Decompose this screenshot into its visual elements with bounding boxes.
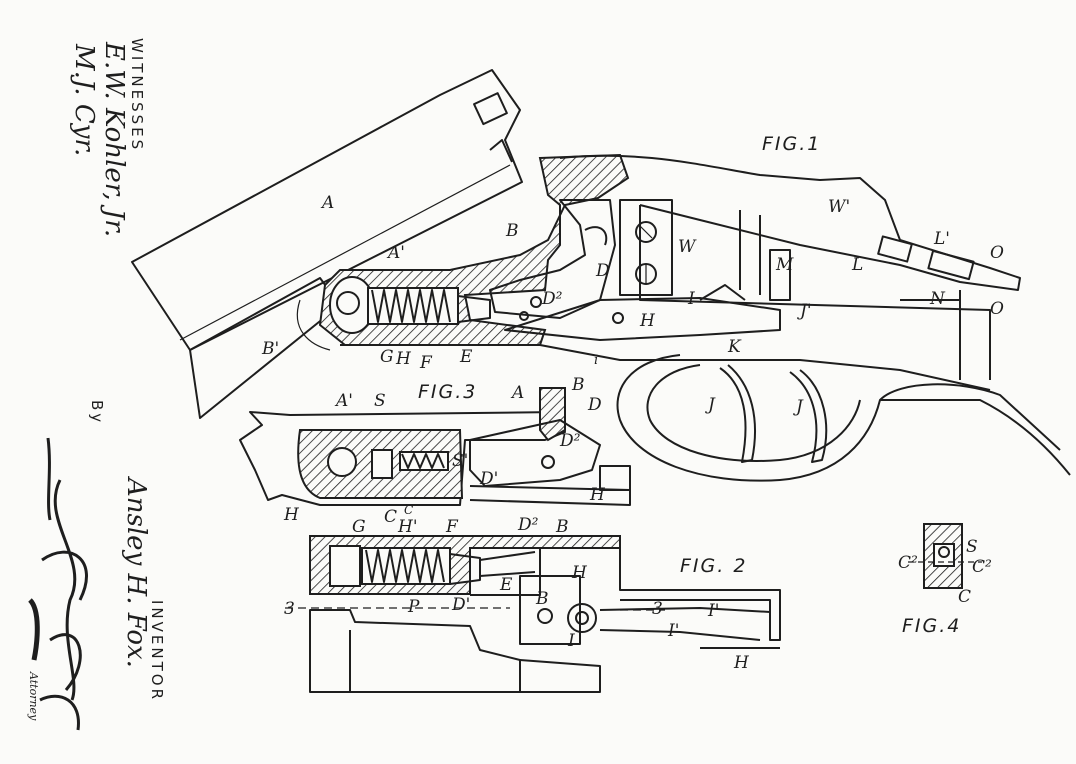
fig1-barrel — [131, 69, 523, 351]
witnesses-block: WITNESSES E.W. Kohler, Jr. M.J. Cyr. — [69, 38, 146, 237]
figure-2: FIG. 2 G H' F D² B E D' P H I' I I' H — [284, 515, 781, 693]
fig3-label-D-prime: D' — [479, 469, 498, 489]
fig2-label-D2: D² — [517, 515, 539, 535]
fig2-label-B-2: B — [535, 589, 549, 609]
fig1-label-G: G — [380, 347, 394, 367]
fig3-label-C-2: C — [404, 503, 413, 517]
fig2-label-P: P — [407, 597, 420, 617]
fig2-label-section-3-left: 3 — [284, 599, 295, 619]
attorney-signature-mark — [27, 437, 88, 731]
fig1-caption: FIG.1 — [762, 133, 821, 155]
fig3-label-H: H — [589, 485, 606, 505]
attorney-label: Attorney — [27, 671, 40, 721]
figure-1: FIG.1 — [131, 69, 1071, 482]
figure-4: FIG.4 C² S C² C — [898, 523, 992, 637]
witnesses-heading: WITNESSES — [128, 38, 146, 152]
fig1-hammer — [489, 199, 616, 321]
fig1-label-H: H — [639, 311, 656, 331]
inventor-signature: Ansley H. Fox. — [121, 476, 151, 668]
fig1-label-B-prime: B' — [261, 339, 279, 359]
fig2-label-section-3-right: 3 — [652, 599, 663, 619]
fig1-receiver — [559, 154, 1021, 380]
fig1-label-B: B — [505, 221, 519, 241]
fig1-label-M: M — [775, 255, 794, 275]
fig1-label-H-2: H — [395, 349, 412, 369]
fig2-label-F: F — [445, 517, 459, 537]
fig1-label-J-1: J — [705, 395, 716, 415]
fig1-label-J-prime: J' — [797, 301, 812, 321]
fig3-label-B: B — [571, 375, 585, 395]
fig1-label-D: D — [595, 261, 610, 281]
fig1-lever — [340, 284, 991, 391]
fig1-label-K: K — [727, 337, 742, 357]
inventor-block: INVENTOR Ansley H. Fox. By Attorney — [27, 400, 166, 731]
fig4-label-C2-left: C² — [898, 553, 918, 573]
fig4-label-C2-right: C² — [972, 557, 992, 577]
fig1-label-N: N — [929, 289, 946, 309]
fig1-label-L-prime: L' — [933, 229, 950, 249]
figure-3: FIG.3 A' S A B D D² S' D' H C C H — [239, 375, 631, 527]
fig3-label-C: C — [384, 507, 397, 527]
witness-signature-1: E.W. Kohler, Jr. — [99, 41, 129, 237]
by-label: By — [88, 400, 106, 425]
fig2-label-H-2: H — [733, 653, 750, 673]
fig4-caption: FIG.4 — [902, 615, 961, 637]
inventor-heading: INVENTOR — [148, 600, 166, 702]
fig2-label-D-prime: D' — [451, 595, 470, 615]
fig3-caption: FIG.3 — [418, 381, 477, 403]
witness-signature-2: M.J. Cyr. — [69, 43, 99, 156]
fig1-label-O-2: O — [990, 299, 1004, 319]
fig3-label-S: S — [374, 391, 386, 411]
fig1-label-W-prime: W' — [828, 197, 850, 217]
fig2-label-I-prime-2: I' — [667, 621, 679, 641]
fig1-label-O-1: O — [990, 243, 1004, 263]
fig2-label-I-prime-1: I' — [707, 601, 719, 621]
fig1-label-A: A — [320, 193, 334, 213]
fig1-label-D2: D² — [541, 289, 563, 309]
fig1-label-i: i — [594, 353, 598, 368]
fig1-label-J-2: J — [793, 397, 804, 417]
fig4-label-S: S — [966, 537, 978, 557]
fig1-frame — [318, 153, 630, 346]
fig2-label-G: G — [352, 517, 366, 537]
fig2-caption: FIG. 2 — [680, 555, 747, 577]
fig2-label-H: H — [571, 563, 588, 583]
fig3-label-D2: D² — [559, 431, 581, 451]
fig1-label-E: E — [459, 347, 473, 367]
fig1-label-L: L — [851, 255, 863, 275]
fig3-label-D: D — [587, 395, 602, 415]
fig1-label-A-prime: A' — [386, 243, 405, 263]
fig2-label-I: I — [567, 631, 575, 651]
fig1-trigger-guard — [616, 354, 1071, 482]
fig1-label-F: F — [419, 353, 433, 373]
fig3-label-A: A — [510, 383, 524, 403]
fig1-label-I: I — [687, 289, 695, 309]
fig4-label-C: C — [958, 587, 971, 607]
fig2-label-B: B — [555, 517, 569, 537]
fig3-label-A-prime: A' — [334, 391, 353, 411]
fig2-label-H-prime: H' — [397, 517, 418, 537]
fig3-label-H-2: H — [283, 505, 300, 525]
fig1-label-W: W — [678, 237, 697, 257]
fig3-label-S-prime: S' — [452, 451, 468, 471]
fig2-label-E: E — [499, 575, 513, 595]
